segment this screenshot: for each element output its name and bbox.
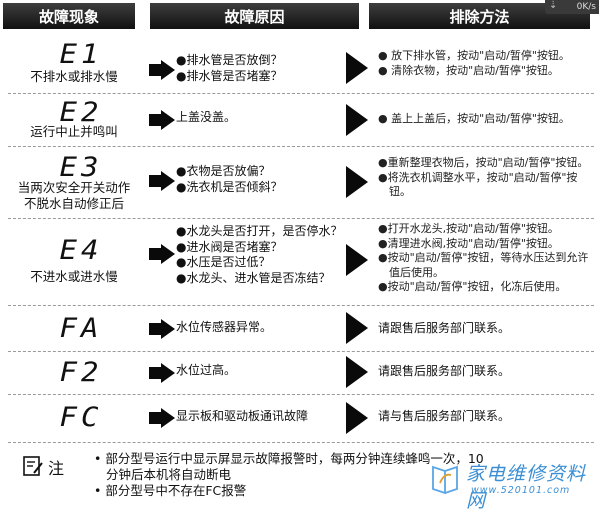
fault-cause: ●水龙头是否打开，是否停水？●进水阀是否堵塞？●水压是否过低？●水龙头、进水管是… xyxy=(176,224,346,286)
fault-cause-item: 显示板和驱动板通讯故障 xyxy=(176,409,309,423)
fault-cause-item: ●衣物是否放偏？ xyxy=(176,164,271,178)
fault-cause: 水位过高。 xyxy=(176,363,346,379)
header-cause-label: 故障原因 xyxy=(224,7,285,26)
fault-description-line: 当两次安全开关动作 xyxy=(17,180,131,195)
small-arrow-icon xyxy=(149,319,175,339)
row-separator xyxy=(8,93,594,94)
fault-solution-item: 请与售后服务部门联系。 xyxy=(378,409,511,423)
small-arrow-icon xyxy=(149,408,175,428)
row-separator xyxy=(8,218,594,219)
fault-solution-item: ●清理进水阀,按动"启动/暂停"按钮。 xyxy=(378,236,559,250)
fault-cause-item: ●水龙头是否打开，是否停水？ xyxy=(176,224,343,238)
fault-row-e4: E4 不进水或进水慢 ●水龙头是否打开，是否停水？●进水阀是否堵塞？●水压是否过低？… xyxy=(0,218,601,306)
fault-solution-item: ●按动"启动/暂停"按钮，等待水压达到允许值后使用。 xyxy=(378,251,589,279)
fault-description: 不进水或进水慢 xyxy=(0,269,148,285)
fault-solution: 请与售后服务部门联系。 xyxy=(378,409,592,424)
fault-cause-item: 上盖没盖。 xyxy=(176,110,237,124)
fault-code: E1 xyxy=(59,38,103,70)
fault-description: 不排水或排水慢 xyxy=(0,69,148,85)
fault-description-line: 不进水或进水慢 xyxy=(30,269,118,284)
small-arrow-icon xyxy=(149,244,175,264)
fault-description-line: 不脱水自动修正后 xyxy=(23,196,124,211)
fault-cause: ●衣物是否放偏？●洗衣机是否倾斜？ xyxy=(176,164,346,195)
fault-solution-item: ● 清除衣物，按动"启动/暂停"按钮。 xyxy=(378,63,559,77)
fault-row-fa: FA 水位传感器异常。 请跟售后服务部门联系。 xyxy=(0,305,601,352)
fault-solution: ● 放下排水管，按动"启动/暂停"按钮。● 清除衣物，按动"启动/暂停"按钮。 xyxy=(378,49,592,78)
fault-description-line: 不排水或排水慢 xyxy=(30,69,118,84)
fault-cause-item: ●排水管是否放倒？ xyxy=(176,53,283,67)
fault-code: E3 xyxy=(59,151,103,183)
row-separator xyxy=(8,351,594,352)
fault-code: E4 xyxy=(59,234,103,266)
fault-solution: ●重新整理衣物后，按动"启动/暂停"按钮。●将洗衣机调整水平，按动"启动/暂停"… xyxy=(378,156,592,200)
fault-code: FC xyxy=(59,401,103,433)
speed-widget[interactable]: ⇣ 0K/s xyxy=(545,0,599,14)
header-cause: 故障原因 xyxy=(150,3,359,29)
fault-solution-item: ● 放下排水管，按动"启动/暂停"按钮。 xyxy=(378,49,570,62)
note-list: • 部分型号运行中显示屏显示故障报警时，每两分钟连续蜂鸣一次，10分钟后本机将自… xyxy=(94,451,484,499)
fault-solution: 请跟售后服务部门联系。 xyxy=(378,364,592,379)
big-triangle-icon xyxy=(346,104,368,136)
note-label: 注 xyxy=(48,459,65,478)
fault-description: 当两次安全开关动作不脱水自动修正后 xyxy=(0,180,148,212)
speed-value: 0K/s xyxy=(576,2,596,12)
fault-solution-item: ●按动"启动/暂停"按钮，化冻后使用。 xyxy=(378,280,567,293)
fault-cause: 水位传感器异常。 xyxy=(176,320,346,336)
fault-cause-item: 水位传感器异常。 xyxy=(176,320,273,334)
fault-code: FA xyxy=(59,312,103,344)
fault-solution-item: 请跟售后服务部门联系。 xyxy=(378,364,511,378)
note-icon xyxy=(23,456,43,476)
fault-description: 运行中止并鸣叫 xyxy=(0,124,148,140)
fault-solution: ● 盖上上盖后，按动"启动/暂停"按钮。 xyxy=(378,112,592,127)
fault-cause: 上盖没盖。 xyxy=(176,110,346,126)
fault-cause-item: ●进水阀是否堵塞？ xyxy=(176,239,283,254)
fault-solution-item: ●将洗衣机调整水平，按动"启动/暂停"按钮。 xyxy=(378,170,578,199)
download-icon: ⇣ xyxy=(549,0,558,11)
fault-row-fc: FC 显示板和驱动板通讯故障 请与售后服务部门联系。 xyxy=(0,394,601,443)
watermark-url: www.520101.com xyxy=(471,485,571,496)
row-separator xyxy=(8,394,594,395)
fault-description-line: 运行中止并鸣叫 xyxy=(30,124,118,139)
row-separator xyxy=(8,305,594,306)
small-arrow-icon xyxy=(149,363,175,383)
header-phenomenon: 故障现象 xyxy=(3,3,135,29)
fault-cause-item: ●水龙头、进水管是否冻结？ xyxy=(176,270,331,285)
small-arrow-icon xyxy=(149,110,175,130)
fault-solution-item: ●重新整理衣物后，按动"启动/暂停"按钮。 xyxy=(378,156,589,169)
big-triangle-icon xyxy=(346,356,368,388)
fault-solution: 请跟售后服务部门联系。 xyxy=(378,321,592,336)
fault-code: E2 xyxy=(59,96,103,128)
header-solution-label: 排除方法 xyxy=(449,7,510,26)
header-phenomenon-label: 故障现象 xyxy=(38,7,99,26)
note-item: • 部分型号运行中显示屏显示故障报警时，每两分钟连续蜂鸣一次，10分钟后本机将自… xyxy=(94,451,484,482)
fault-solution-item: ● 盖上上盖后，按动"启动/暂停"按钮。 xyxy=(378,112,570,125)
fault-cause-item: 水位过高。 xyxy=(176,363,237,377)
fault-cause: 显示板和驱动板通讯故障 xyxy=(176,409,346,425)
fault-code: F2 xyxy=(59,356,103,388)
watermark-logo-icon xyxy=(432,465,458,495)
fault-cause-item: ●排水管是否堵塞？ xyxy=(176,68,283,83)
fault-solution: ●打开水龙头,按动"启动/暂停"按钮。●清理进水阀,按动"启动/暂停"按钮。●按… xyxy=(378,222,592,295)
big-triangle-icon xyxy=(346,52,368,84)
big-triangle-icon xyxy=(346,312,368,344)
small-arrow-icon xyxy=(149,60,175,80)
big-triangle-icon xyxy=(346,402,368,434)
small-arrow-icon xyxy=(149,171,175,191)
row-separator xyxy=(8,146,594,147)
big-triangle-icon xyxy=(346,244,368,276)
fault-solution-item: ●打开水龙头,按动"启动/暂停"按钮。 xyxy=(378,222,559,235)
fault-solution-item: 请跟售后服务部门联系。 xyxy=(378,321,511,335)
fault-row-f2: F2 水位过高。 请跟售后服务部门联系。 xyxy=(0,351,601,395)
fault-cause-item: ●洗衣机是否倾斜？ xyxy=(176,179,283,194)
note-item: • 部分型号中不存在FC报警 xyxy=(94,483,247,498)
row-separator xyxy=(8,442,594,443)
fault-cause: ●排水管是否放倒？●排水管是否堵塞？ xyxy=(176,53,346,84)
fault-cause-item: ●水压是否过低？ xyxy=(176,255,271,269)
big-triangle-icon xyxy=(346,166,368,198)
